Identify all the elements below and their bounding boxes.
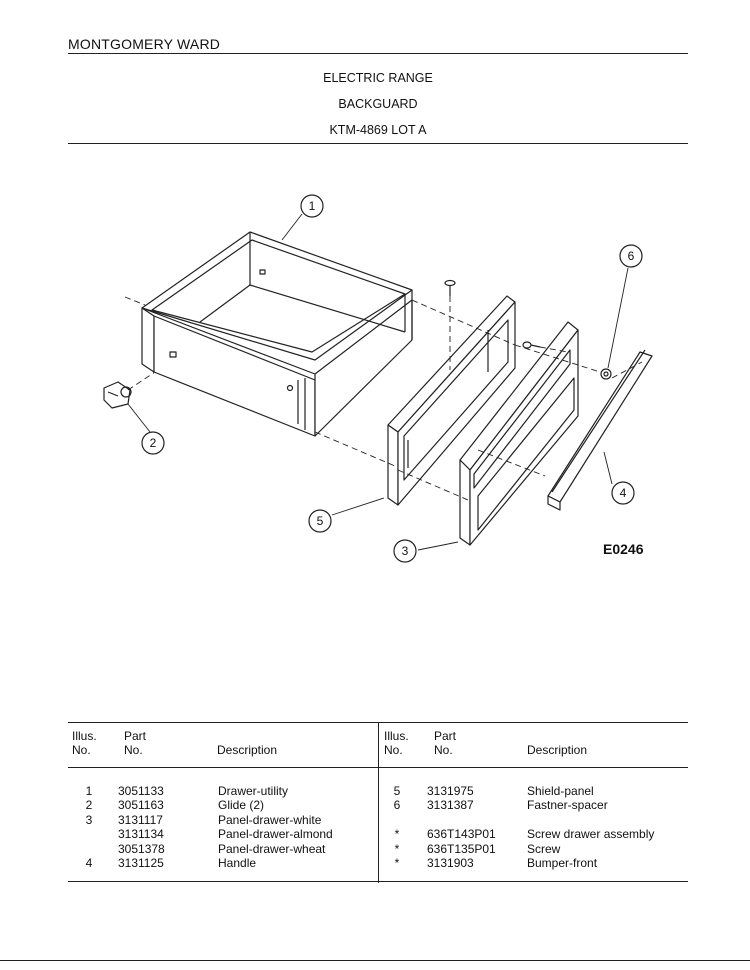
callout-circle-3 <box>393 539 417 563</box>
handle-part <box>547 349 653 511</box>
parts-cell-desc: Screw drawer assembly <box>527 827 655 842</box>
parts-cell-desc: Bumper-front <box>527 856 598 870</box>
parts-cell-desc: Drawer-utility <box>218 784 289 798</box>
parts-cell-illus: * <box>394 856 400 870</box>
parts-cell-desc: Screw <box>527 841 561 856</box>
glide-part <box>103 381 132 409</box>
parts-cell-desc: Glide (2) <box>218 798 265 813</box>
table-bottom-rule <box>68 881 688 882</box>
parts-cell-illus: 6 <box>393 798 401 813</box>
callout-circle-4 <box>611 481 635 505</box>
parts-cell-desc: Panel-drawer-white <box>218 812 322 827</box>
title-model: KTM-4869 LOT A <box>329 123 427 137</box>
callout-label-1: 1 <box>309 199 316 213</box>
parts-cell-desc: Panel-drawer-almond <box>218 827 333 842</box>
parts-cell-part: 3051378 <box>118 841 165 856</box>
parts-cell-desc: Panel-drawer-wheat <box>218 841 326 856</box>
parts-cell-part: 3131903 <box>427 856 474 870</box>
parts-cell-part: 3131975 <box>427 784 474 798</box>
parts-cell-desc: Handle <box>218 856 257 870</box>
parts-cell-part: 3131117 <box>118 812 163 827</box>
parts-cell-part: 636T143P01 <box>427 827 496 842</box>
parts-cell-part: 636T135P01 <box>427 841 496 856</box>
parts-cell-desc: Fastner-spacer <box>527 798 608 813</box>
table-top-rule <box>68 722 688 723</box>
parts-cell-illus: 2 <box>85 798 93 813</box>
header-illus: Illus.No. <box>72 729 97 757</box>
callout-circle-1 <box>300 194 324 218</box>
parts-cell-part: 3131134 <box>118 827 164 842</box>
parts-cell-part: 3051163 <box>118 798 164 813</box>
fastener-spacer-part <box>600 368 612 380</box>
figure-code: E0246 <box>603 541 644 557</box>
table-header-rule <box>68 767 688 768</box>
parts-cell-illus: 4 <box>85 856 93 870</box>
callout-label-4: 4 <box>620 486 627 500</box>
header-description: Description <box>217 743 278 757</box>
callout-label-3: 3 <box>402 544 409 558</box>
drawer-utility-part <box>141 231 413 437</box>
leader-lines <box>127 213 629 551</box>
parts-cell-illus: 5 <box>393 784 401 798</box>
header-illus-right: Illus.No. <box>384 729 409 757</box>
parts-cell-part: 3131125 <box>118 856 164 870</box>
header-description-right: Description <box>527 743 588 757</box>
callout-label-6: 6 <box>628 249 635 263</box>
parts-cell-illus: 1 <box>85 784 93 798</box>
exploded-parts-diagram: 1 2 3 4 5 6 <box>103 194 653 563</box>
callout-circle-6 <box>619 244 643 268</box>
brand-name: MONTGOMERY WARD <box>68 36 221 52</box>
title-section: BACKGUARD <box>338 97 418 111</box>
parts-cell-desc: Shield-panel <box>527 784 594 798</box>
parts-cell-illus: 3 <box>85 812 93 827</box>
drawer-panel-part <box>459 321 579 546</box>
table-divider <box>378 723 379 883</box>
shield-panel-part <box>387 295 516 506</box>
title-product: ELECTRIC RANGE <box>323 71 433 85</box>
alignment-lines <box>124 296 643 501</box>
parts-cell-part: 3131387 <box>427 798 474 813</box>
page-bottom-rule <box>0 960 750 961</box>
parts-cell-illus: * <box>394 827 400 842</box>
parts-cell-illus: * <box>394 841 400 856</box>
callout-circle-5 <box>308 509 332 533</box>
callout-label-2: 2 <box>150 436 157 450</box>
parts-cell-part: 3051133 <box>118 784 164 798</box>
screw-part <box>444 279 541 349</box>
callout-circle-2 <box>141 431 165 455</box>
header-rule <box>68 53 688 54</box>
title-rule <box>68 143 688 144</box>
callout-label-5: 5 <box>317 514 324 528</box>
